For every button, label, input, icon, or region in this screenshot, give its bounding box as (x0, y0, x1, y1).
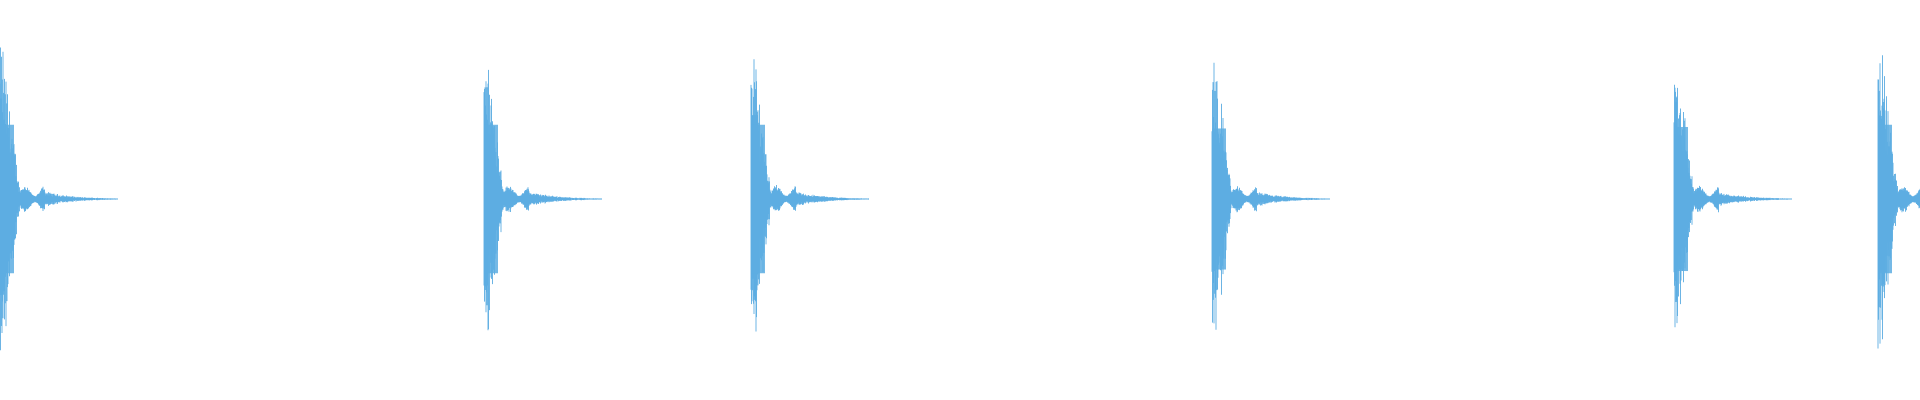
waveform-trace-4 (1211, 62, 1330, 330)
transient-core-2 (484, 124, 498, 274)
waveform-trace-2 (483, 69, 602, 331)
waveform-trace-5 (1673, 84, 1792, 328)
transient-core-1 (0, 124, 14, 274)
transient-burst-5 (1673, 84, 1792, 328)
transient-core-5 (1674, 126, 1688, 272)
waveform-trace-3 (750, 59, 869, 332)
transient-burst-4 (1211, 62, 1330, 330)
transient-burst-6 (1877, 55, 1920, 349)
transient-core-6 (1878, 124, 1892, 274)
transient-burst-1 (0, 47, 118, 351)
transient-burst-2 (483, 69, 602, 331)
transient-core-4 (1212, 128, 1226, 270)
transient-core-3 (751, 124, 765, 274)
transient-burst-3 (750, 59, 869, 332)
waveform-trace-1 (0, 47, 118, 351)
